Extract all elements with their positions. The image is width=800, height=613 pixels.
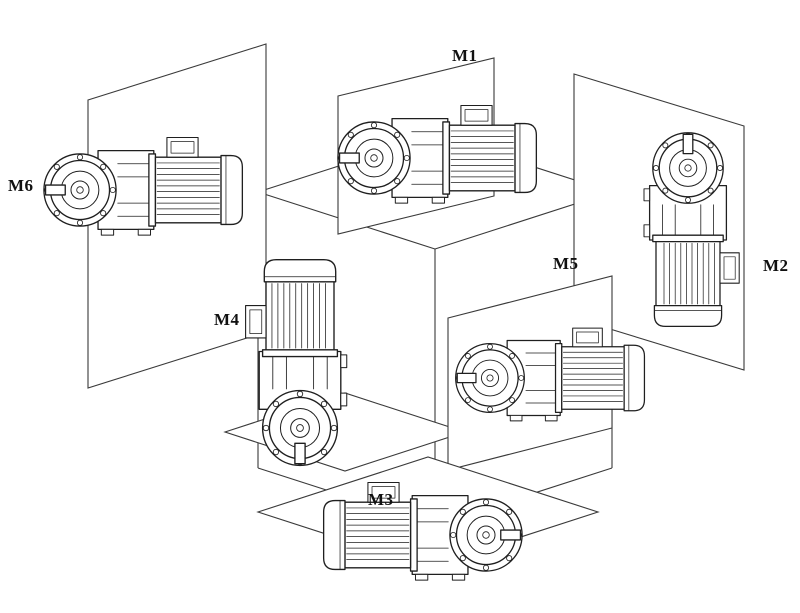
label-m2: M2 [763,256,789,275]
label-m4: M4 [214,310,240,329]
label-m3: M3 [368,490,394,509]
label-m5: M5 [553,254,579,273]
label-m6: M6 [8,176,34,195]
label-m1: M1 [452,46,478,65]
